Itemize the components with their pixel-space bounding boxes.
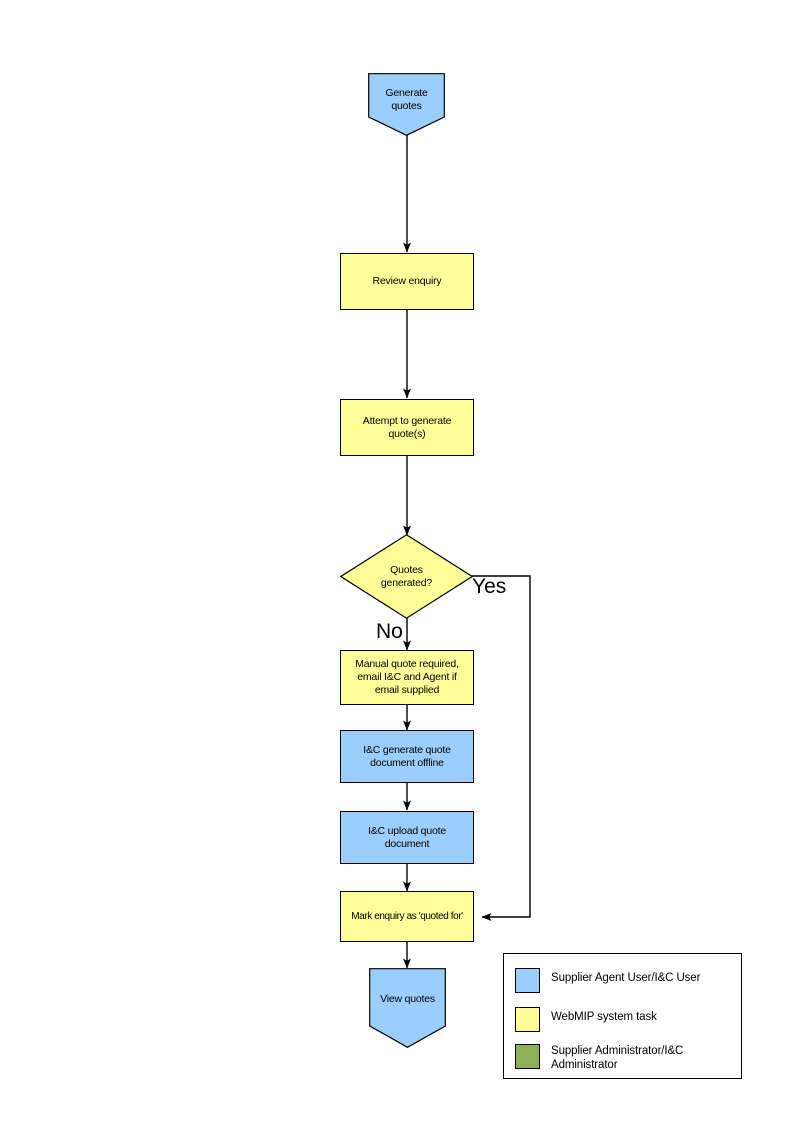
pentagon-shape [368, 73, 445, 136]
node-review-enquiry[interactable]: Review enquiry [340, 253, 474, 310]
node-ic-upload-quote-document[interactable]: I&C upload quote document [340, 811, 474, 864]
edge-label-yes: Yes [472, 575, 507, 598]
legend-item-supplier-agent: Supplier Agent User/I&C User [515, 968, 700, 993]
node-label: Quotes generated? [380, 563, 433, 589]
legend-label: WebMIP system task [551, 1011, 657, 1023]
edge-label-no: No [376, 620, 403, 643]
legend-swatch-yellow [515, 1007, 540, 1032]
legend-item-supplier-administrator: Supplier Administrator/I&C Administrator [515, 1044, 683, 1072]
legend-label: Supplier Administrator/I&C Administrator [551, 1045, 684, 1071]
diamond-shape [340, 534, 473, 619]
node-view-quotes[interactable]: View quotes [369, 968, 446, 1048]
legend-swatch-blue [515, 968, 540, 993]
node-label: Mark enquiry as 'quoted for' [351, 911, 463, 922]
pentagon-shape [369, 968, 446, 1048]
node-ic-generate-quote-offline[interactable]: I&C generate quote document offline [340, 730, 474, 783]
node-attempt-generate-quotes[interactable]: Attempt to generate quote(s) [340, 399, 474, 456]
legend-panel: Supplier Agent User/I&C User WebMIP syst… [503, 953, 742, 1079]
node-label: Generate quotes [385, 86, 428, 112]
node-label: Manual quote required, email I&C and Age… [355, 658, 459, 696]
node-quotes-generated-decision[interactable]: Quotes generated? [340, 534, 473, 619]
node-label: Attempt to generate quote(s) [362, 414, 452, 440]
legend-item-webmip-system-task: WebMIP system task [515, 1007, 657, 1032]
edge-decision-yes-to-mark [472, 575, 531, 921]
node-generate-quotes[interactable]: Generate quotes [368, 73, 445, 136]
node-label: I&C generate quote document offline [363, 743, 451, 769]
node-manual-quote-required[interactable]: Manual quote required, email I&C and Age… [340, 650, 474, 705]
node-label: View quotes [380, 992, 435, 1005]
node-label: I&C upload quote document [368, 824, 446, 850]
node-mark-enquiry-quoted-for[interactable]: Mark enquiry as 'quoted for' [340, 891, 474, 942]
legend-label: Supplier Agent User/I&C User [551, 972, 701, 984]
legend-swatch-green [515, 1044, 540, 1069]
node-label: Review enquiry [372, 275, 442, 287]
